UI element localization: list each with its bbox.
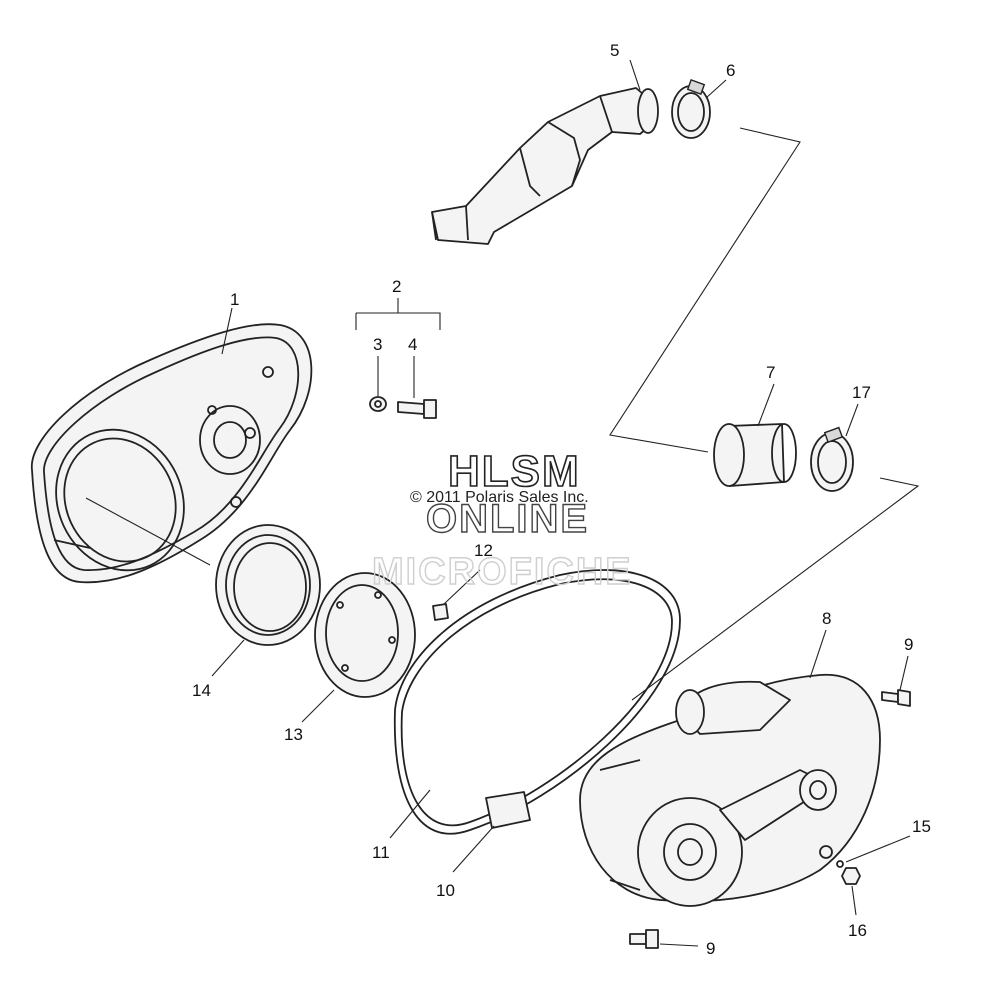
callout-2: 2 (392, 277, 401, 296)
cover-screw-upper (881, 689, 911, 707)
callout-11: 11 (372, 843, 390, 862)
cover-screw-lower (629, 929, 659, 949)
callout-10: 10 (436, 881, 455, 900)
retainer-plate (314, 572, 416, 698)
duct-coupler (713, 423, 797, 487)
watermark-line3: MICROFICHE (372, 551, 633, 593)
callout-14: 14 (192, 681, 211, 700)
seal-ring (215, 524, 321, 646)
callout-5: 5 (610, 41, 619, 60)
hose-clamp-upper (671, 79, 711, 139)
callout-8: 8 (822, 609, 831, 628)
caution-label (485, 791, 531, 829)
watermark-line2: ONLINE (426, 497, 589, 541)
washer (369, 396, 387, 412)
hose-clamp-lower (810, 426, 854, 492)
callout-3: 3 (373, 335, 382, 354)
callout-1: 1 (230, 290, 239, 309)
callout-labels: 1 2 3 4 5 6 7 8 9 9 10 11 12 13 14 15 16… (192, 41, 931, 958)
callout-15: 15 (912, 817, 931, 836)
small-screw (432, 603, 449, 621)
watermark-line1: HLSM (448, 447, 581, 496)
nut (841, 867, 861, 885)
callout-17: 17 (852, 383, 871, 402)
callout-4: 4 (408, 335, 417, 354)
outer-clutch-cover (579, 674, 881, 907)
leader-lines (85, 59, 920, 947)
watermark: MICROFICHE HLSM ONLINE © 2011 Polaris Sa… (371, 446, 633, 594)
callout-12: 12 (474, 541, 493, 560)
watermark-copyright: © 2011 Polaris Sales Inc. (410, 489, 589, 506)
callout-9-lower: 9 (706, 939, 715, 958)
drive-belt (393, 569, 681, 835)
callout-16: 16 (848, 921, 867, 940)
callout-6: 6 (726, 61, 735, 80)
callout-13: 13 (284, 725, 303, 744)
screw (397, 399, 437, 419)
callout-9-upper: 9 (904, 635, 913, 654)
inner-clutch-cover (31, 323, 313, 584)
intake-duct (431, 87, 659, 245)
small-washer (836, 860, 844, 868)
callout-7: 7 (766, 363, 775, 382)
